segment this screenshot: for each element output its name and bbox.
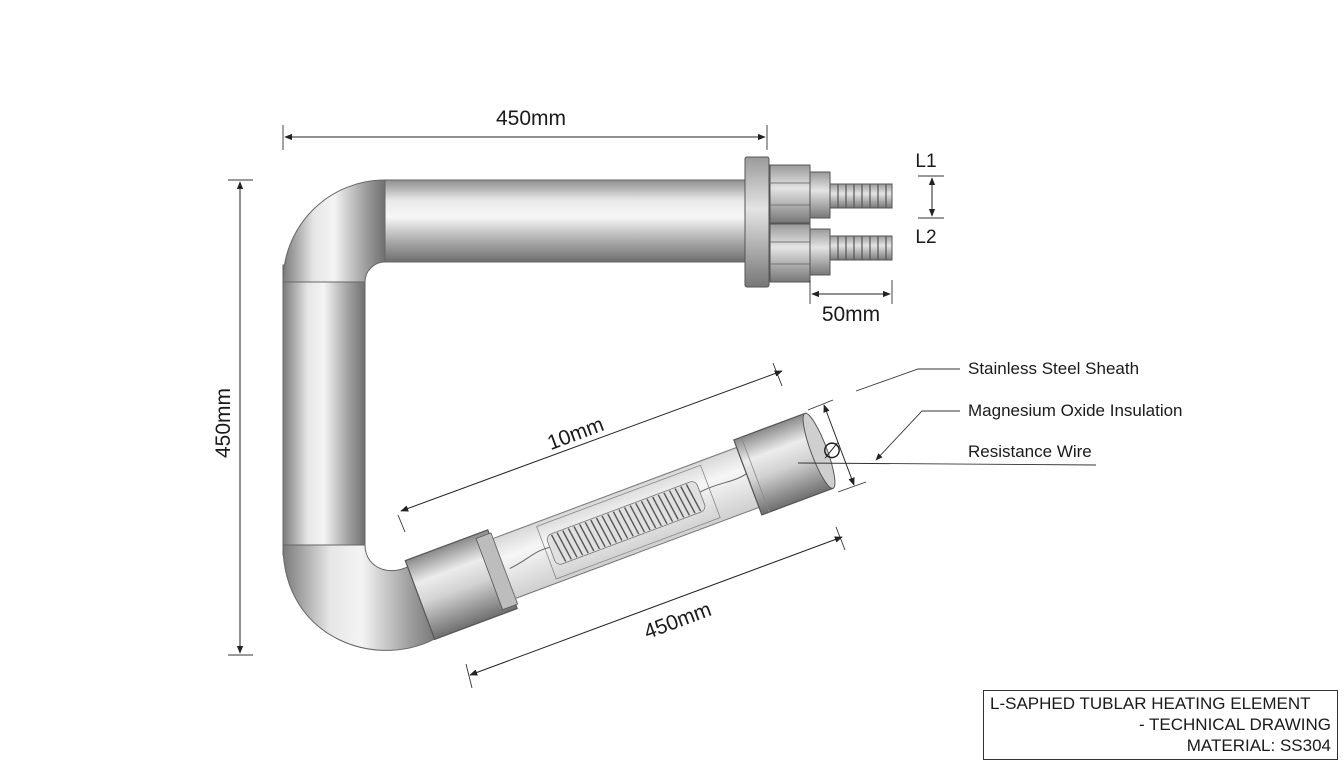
callout-sheath: Stainless Steel Sheath (855, 359, 1139, 392)
terminal-stud-l1 (769, 164, 893, 224)
terminal-l2-label: L2 (915, 227, 936, 248)
top-length-label: 450mm (496, 107, 566, 130)
terminal-assembly (744, 156, 893, 288)
terminal-length-label: 50mm (822, 303, 880, 326)
cutaway-section (404, 412, 836, 641)
dimension-vertical: 450mm (212, 179, 253, 656)
title-block: L-SAPHED TUBLAR HEATING ELEMENT - TECHNI… (983, 690, 1338, 760)
callout-wire-label: Resistance Wire (968, 442, 1092, 461)
dimension-top: 450mm (282, 107, 768, 150)
diameter-dimension: ∅ (807, 399, 867, 493)
callout-wire: Resistance Wire (797, 442, 1097, 466)
title-line-2: - TECHNICAL DRAWING (1138, 715, 1331, 734)
tube-body (282, 179, 751, 651)
diagonal-bottom-label: 450mm (641, 598, 715, 644)
vertical-length-label: 450mm (212, 388, 235, 458)
dimension-terminal: 50mm (809, 280, 893, 326)
terminal-stud-l2 (769, 223, 893, 283)
diagonal-top-label: 10mm (544, 413, 607, 455)
title-line-1: L-SAPHED TUBLAR HEATING ELEMENT (990, 694, 1311, 713)
material-line: MATERIAL: SS304 (1186, 736, 1331, 755)
terminal-l1-label: L1 (915, 151, 936, 172)
callout-sheath-label: Stainless Steel Sheath (968, 359, 1139, 378)
terminal-spacing: L1 L2 (915, 151, 944, 248)
callout-insulation: Magnesium Oxide Insulation (875, 401, 1183, 461)
diameter-symbol: ∅ (822, 438, 841, 463)
callout-insulation-label: Magnesium Oxide Insulation (968, 401, 1183, 420)
